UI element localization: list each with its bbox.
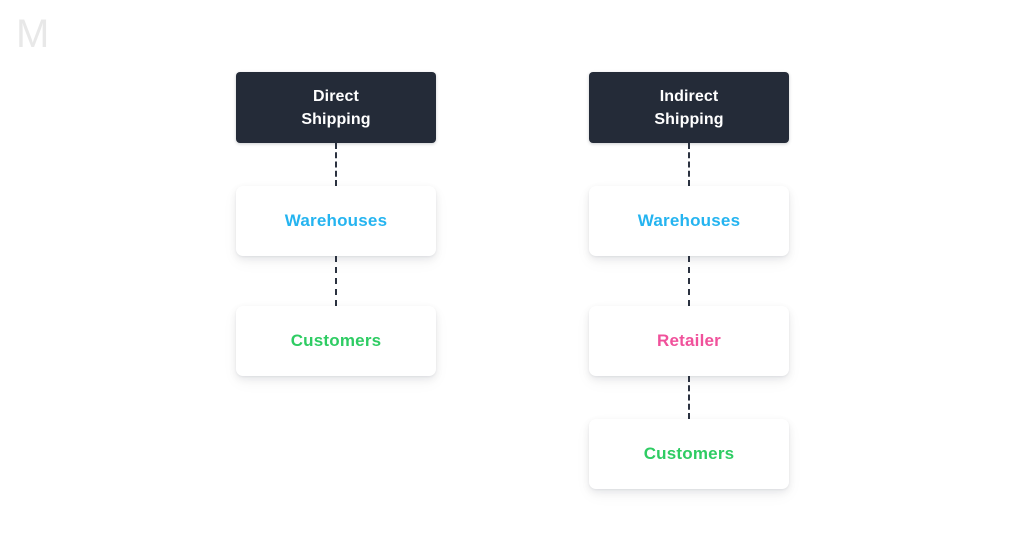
dashed-line (688, 256, 690, 306)
node-direct-shipping-header[interactable]: Direct Shipping (236, 72, 436, 143)
node-direct-warehouses-label: Warehouses (284, 211, 388, 230)
connector-indirect-warehouses-to-retailer (589, 256, 789, 306)
brand-mark-logo: M (16, 12, 50, 56)
dashed-line (688, 376, 690, 419)
node-direct-shipping-header-label: Direct Shipping (301, 87, 371, 128)
node-direct-warehouses[interactable]: Warehouses (236, 186, 436, 256)
node-indirect-warehouses-label: Warehouses (637, 211, 741, 230)
connector-direct-warehouses-to-customers (236, 256, 436, 306)
connector-direct-header-to-warehouses (236, 143, 436, 186)
node-indirect-warehouses[interactable]: Warehouses (589, 186, 789, 256)
dashed-line (688, 143, 690, 186)
node-direct-customers[interactable]: Customers (236, 306, 436, 376)
node-indirect-shipping-header-label: Indirect Shipping (654, 87, 724, 128)
column-direct-shipping: Direct Shipping Warehouses Customers (236, 72, 436, 376)
node-indirect-retailer[interactable]: Retailer (589, 306, 789, 376)
connector-indirect-header-to-warehouses (589, 143, 789, 186)
node-indirect-retailer-label: Retailer (657, 331, 721, 350)
connector-indirect-retailer-to-customers (589, 376, 789, 419)
dashed-line (335, 143, 337, 186)
node-indirect-customers-label: Customers (643, 444, 735, 463)
node-indirect-customers[interactable]: Customers (589, 419, 789, 489)
column-indirect-shipping: Indirect Shipping Warehouses Retailer Cu… (589, 72, 789, 489)
dashed-line (335, 256, 337, 306)
node-direct-customers-label: Customers (290, 331, 382, 350)
node-indirect-shipping-header[interactable]: Indirect Shipping (589, 72, 789, 143)
